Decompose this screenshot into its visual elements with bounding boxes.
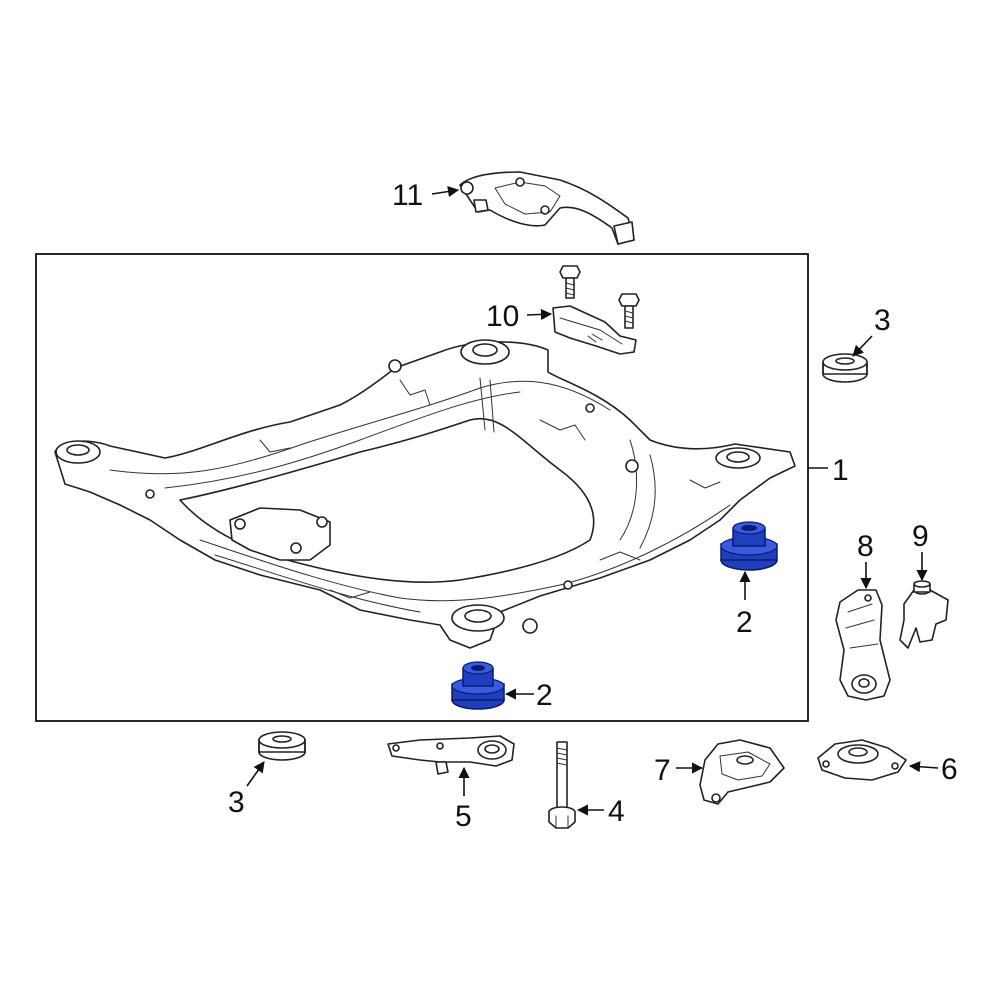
bushing-part-2-upper[interactable]: [720, 521, 778, 571]
stopper-part-3-left[interactable]: [258, 731, 306, 761]
leader-3-right: [852, 335, 873, 357]
upper-bracket-part-11[interactable]: [459, 171, 635, 245]
leader-6: [908, 761, 939, 773]
assembly-frame-box: [35, 253, 809, 722]
stiffener-part-5[interactable]: [387, 735, 515, 775]
callout-3-left: 3: [228, 786, 245, 819]
bolt-left-part-10[interactable]: [559, 265, 581, 299]
mount-part-7[interactable]: [699, 739, 785, 805]
callout-5: 5: [455, 800, 472, 833]
callout-1: 1: [832, 454, 849, 487]
mount-part-6[interactable]: [817, 739, 907, 781]
bracket-part-10[interactable]: [552, 305, 637, 355]
callout-11: 11: [392, 179, 423, 212]
leader-3-left: [246, 761, 265, 787]
leader-10: [526, 308, 553, 321]
leader-11: [431, 185, 460, 198]
callout-2-lower: 2: [536, 679, 553, 712]
callout-6: 6: [941, 753, 958, 786]
stopper-part-3-right[interactable]: [822, 353, 868, 383]
callout-10: 10: [486, 300, 519, 333]
callout-3-right: 3: [874, 304, 891, 337]
bushing-part-2-lower[interactable]: [451, 661, 505, 710]
subframe-part[interactable]: [54, 339, 796, 649]
callout-9: 9: [912, 520, 929, 553]
bolt-right-part-10[interactable]: [618, 293, 640, 329]
callout-8: 8: [857, 530, 874, 563]
bolt-part-4[interactable]: [548, 741, 576, 829]
bracket-part-9[interactable]: [899, 580, 949, 649]
callout-4: 4: [608, 795, 625, 828]
callout-2-upper: 2: [736, 606, 753, 639]
callout-7: 7: [654, 754, 671, 787]
bracket-part-8[interactable]: [835, 589, 891, 701]
